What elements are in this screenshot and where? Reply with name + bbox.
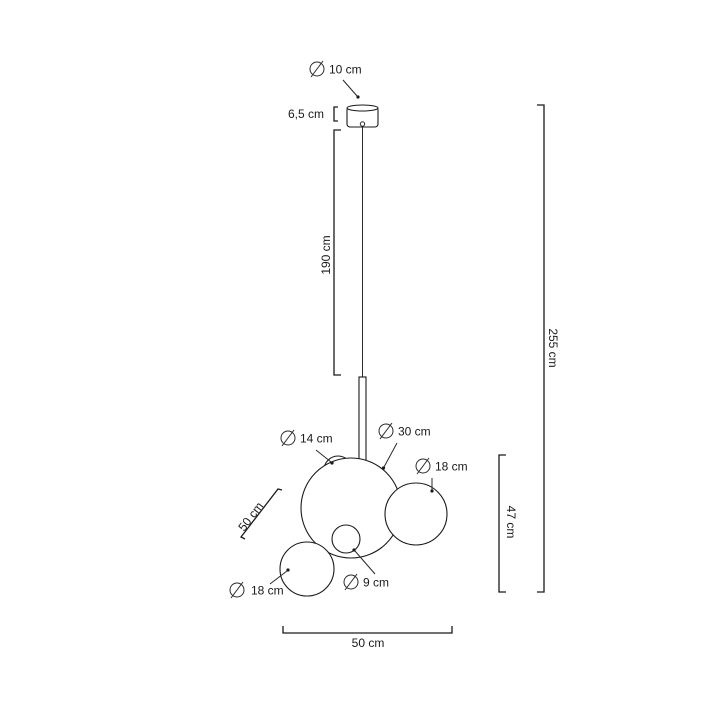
globe-cluster (279, 455, 448, 597)
cable-length-dimension: 190 cm (319, 129, 341, 376)
diameter-symbol-icon (229, 581, 245, 599)
body-depth-dimension: 50 cm (235, 488, 283, 540)
globe-right-annotation: 18 cm (415, 457, 468, 493)
body-height-label: 47 cm (504, 506, 518, 539)
canopy-diameter-label: 10 cm (329, 63, 362, 77)
diameter-symbol-icon (343, 573, 359, 591)
canopy-diameter-annotation: 10 cm (309, 60, 362, 99)
globe-small (331, 524, 361, 554)
body-height-dimension: 47 cm (498, 454, 518, 593)
globe-bottom-left (279, 541, 335, 597)
globe-bottom-left-annotation: 18 cm (229, 568, 290, 599)
stem-rod (358, 376, 367, 466)
cable-length-label: 190 cm (319, 235, 333, 274)
body-depth-label: 50 cm (235, 499, 266, 534)
body-width-dimension: 50 cm (282, 626, 453, 650)
diameter-symbol-icon (415, 457, 431, 475)
total-height-dimension: 255 cm (537, 104, 560, 593)
total-height-label: 255 cm (546, 328, 560, 367)
globe-right (384, 482, 448, 546)
diameter-symbol-icon (309, 60, 325, 78)
canopy-height-annotation: 6,5 cm (288, 106, 338, 122)
globe-right-label: 18 cm (435, 460, 468, 474)
globe-medium-left-label: 14 cm (300, 432, 333, 446)
globe-small-label: 9 cm (363, 576, 389, 590)
body-width-label: 50 cm (352, 636, 385, 650)
diameter-symbol-icon (280, 429, 296, 447)
ceiling-canopy (346, 104, 379, 128)
globe-bottom-left-label: 18 cm (251, 584, 284, 598)
globe-large-label: 30 cm (398, 425, 431, 439)
globe-large-annotation: 30 cm (378, 422, 431, 470)
canopy-height-label: 6,5 cm (288, 107, 324, 121)
globe-small-annotation: 9 cm (343, 548, 389, 591)
diameter-symbol-icon (378, 422, 394, 440)
globe-medium-left-annotation: 14 cm (280, 429, 334, 465)
